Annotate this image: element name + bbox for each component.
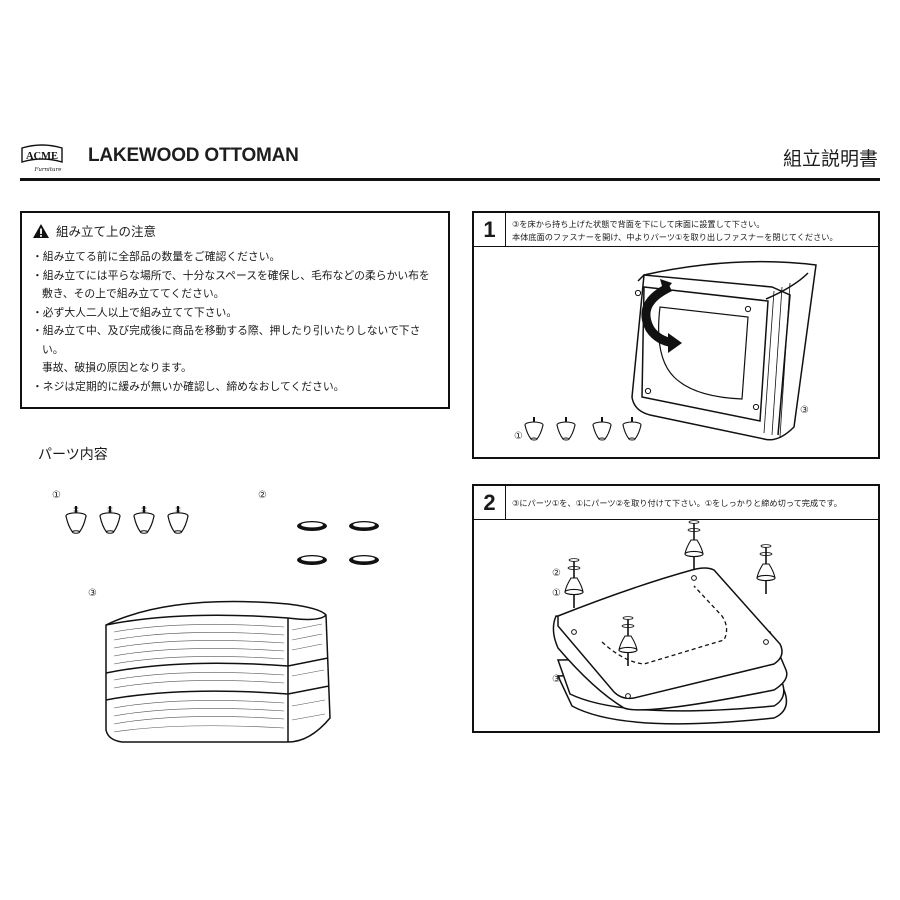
step-2-label-2: ② — [552, 568, 561, 579]
parts-title: パーツ内容 — [38, 447, 108, 463]
foot-part — [132, 504, 156, 535]
caution-item: ・組み立てには平らな場所で、十分なスペースを確保し、毛布などの柔らかい布を 敷き… — [32, 268, 430, 301]
foot-part — [166, 504, 190, 535]
caution-item: ・ネジは定期的に緩みが無いか確認し、締めなおしてください。 — [32, 379, 345, 393]
ottoman-layers — [763, 282, 791, 438]
step-2-number: 2 — [474, 486, 506, 519]
washer-part — [349, 521, 379, 531]
foot-part — [524, 416, 544, 441]
foot-part — [556, 416, 576, 441]
ottoman-on-back — [631, 260, 817, 441]
foot-with-washer — [564, 557, 584, 609]
washer-part — [297, 521, 327, 531]
caution-heading-text: 組み立て上の注意 — [56, 224, 157, 239]
step-1-number: 1 — [474, 213, 506, 246]
step-2-instructions: ③にパーツ①を、①にパーツ②を取り付けて下さい。①をしっかりと締め切って完成です… — [512, 498, 842, 508]
rotate-arrow-icon — [641, 279, 682, 353]
step-1-panel: 1 ③を床から持ち上げた状態で背面を下にして床面に設置して下さい。 本体底面のフ… — [472, 211, 880, 459]
washer-part — [297, 555, 327, 565]
screw-holes — [634, 289, 760, 411]
foot-with-washer — [756, 543, 776, 595]
caution-box: 組み立て上の注意 ・組み立てる前に全部品の数量をご確認ください。 ・組み立てには… — [20, 211, 450, 409]
part-label-3: ③ — [88, 588, 97, 599]
step-1-header: 1 ③を床から持ち上げた状態で背面を下にして床面に設置して下さい。 本体底面のフ… — [474, 213, 878, 247]
ottoman-quilting — [113, 623, 326, 733]
page-header: ACME Furniture LAKEWOOD OTTOMAN 組立説明書 — [20, 138, 880, 182]
foot-part — [64, 504, 88, 535]
step-2-label-1: ① — [552, 588, 561, 599]
ottoman-body — [105, 600, 331, 743]
logo-subtext: Furniture — [34, 167, 63, 173]
step-2-illustration: ② ① ③ — [552, 520, 788, 725]
foot-part — [592, 416, 612, 441]
document-subtitle: 組立説明書 — [782, 148, 878, 170]
foot-with-washer — [684, 520, 704, 571]
part-label-2: ② — [258, 490, 267, 501]
step-1-instructions: ③を床から持ち上げた状態で背面を下にして床面に設置して下さい。 本体底面のファス… — [512, 219, 838, 242]
logo-text: ACME — [26, 151, 58, 162]
step-1-label-1: ① — [514, 431, 523, 442]
caution-item: ・組み立てる前に全部品の数量をご確認ください。 — [32, 250, 281, 263]
ottoman-upside-down — [552, 567, 788, 725]
caution-item: ・必ず大人二人以上で組み立てて下さい。 — [32, 305, 238, 319]
caution-item: ・組み立て中、及び完成後に商品を移動する際、押したり引いたりしないで下さい。 事… — [32, 324, 421, 374]
warning-icon — [33, 223, 49, 238]
step-2-header: 2 ③にパーツ①を、①にパーツ②を取り付けて下さい。①をしっかりと締め切って完成… — [474, 486, 878, 520]
caution-heading: 組み立て上の注意 — [32, 221, 438, 240]
washer-part — [349, 555, 379, 565]
step-1-label-3: ③ — [800, 405, 809, 416]
part-label-1: ① — [52, 490, 61, 501]
acme-logo: ACME Furniture — [21, 144, 63, 173]
step-2-panel: 2 ③にパーツ①を、①にパーツ②を取り付けて下さい。①をしっかりと締め切って完成… — [472, 484, 880, 733]
document-title: LAKEWOOD OTTOMAN — [88, 145, 299, 166]
caution-list: ・組み立てる前に全部品の数量をご確認ください。 ・組み立てには平らな場所で、十分… — [32, 248, 438, 396]
header-divider — [20, 178, 880, 181]
foot-part — [622, 416, 642, 441]
screw-holes — [571, 575, 769, 699]
foot-part — [98, 504, 122, 535]
step-2-label-3: ③ — [552, 674, 561, 685]
parts-illustration: ① ② ③ — [52, 490, 379, 743]
step-1-illustration: ① ③ — [514, 260, 817, 442]
